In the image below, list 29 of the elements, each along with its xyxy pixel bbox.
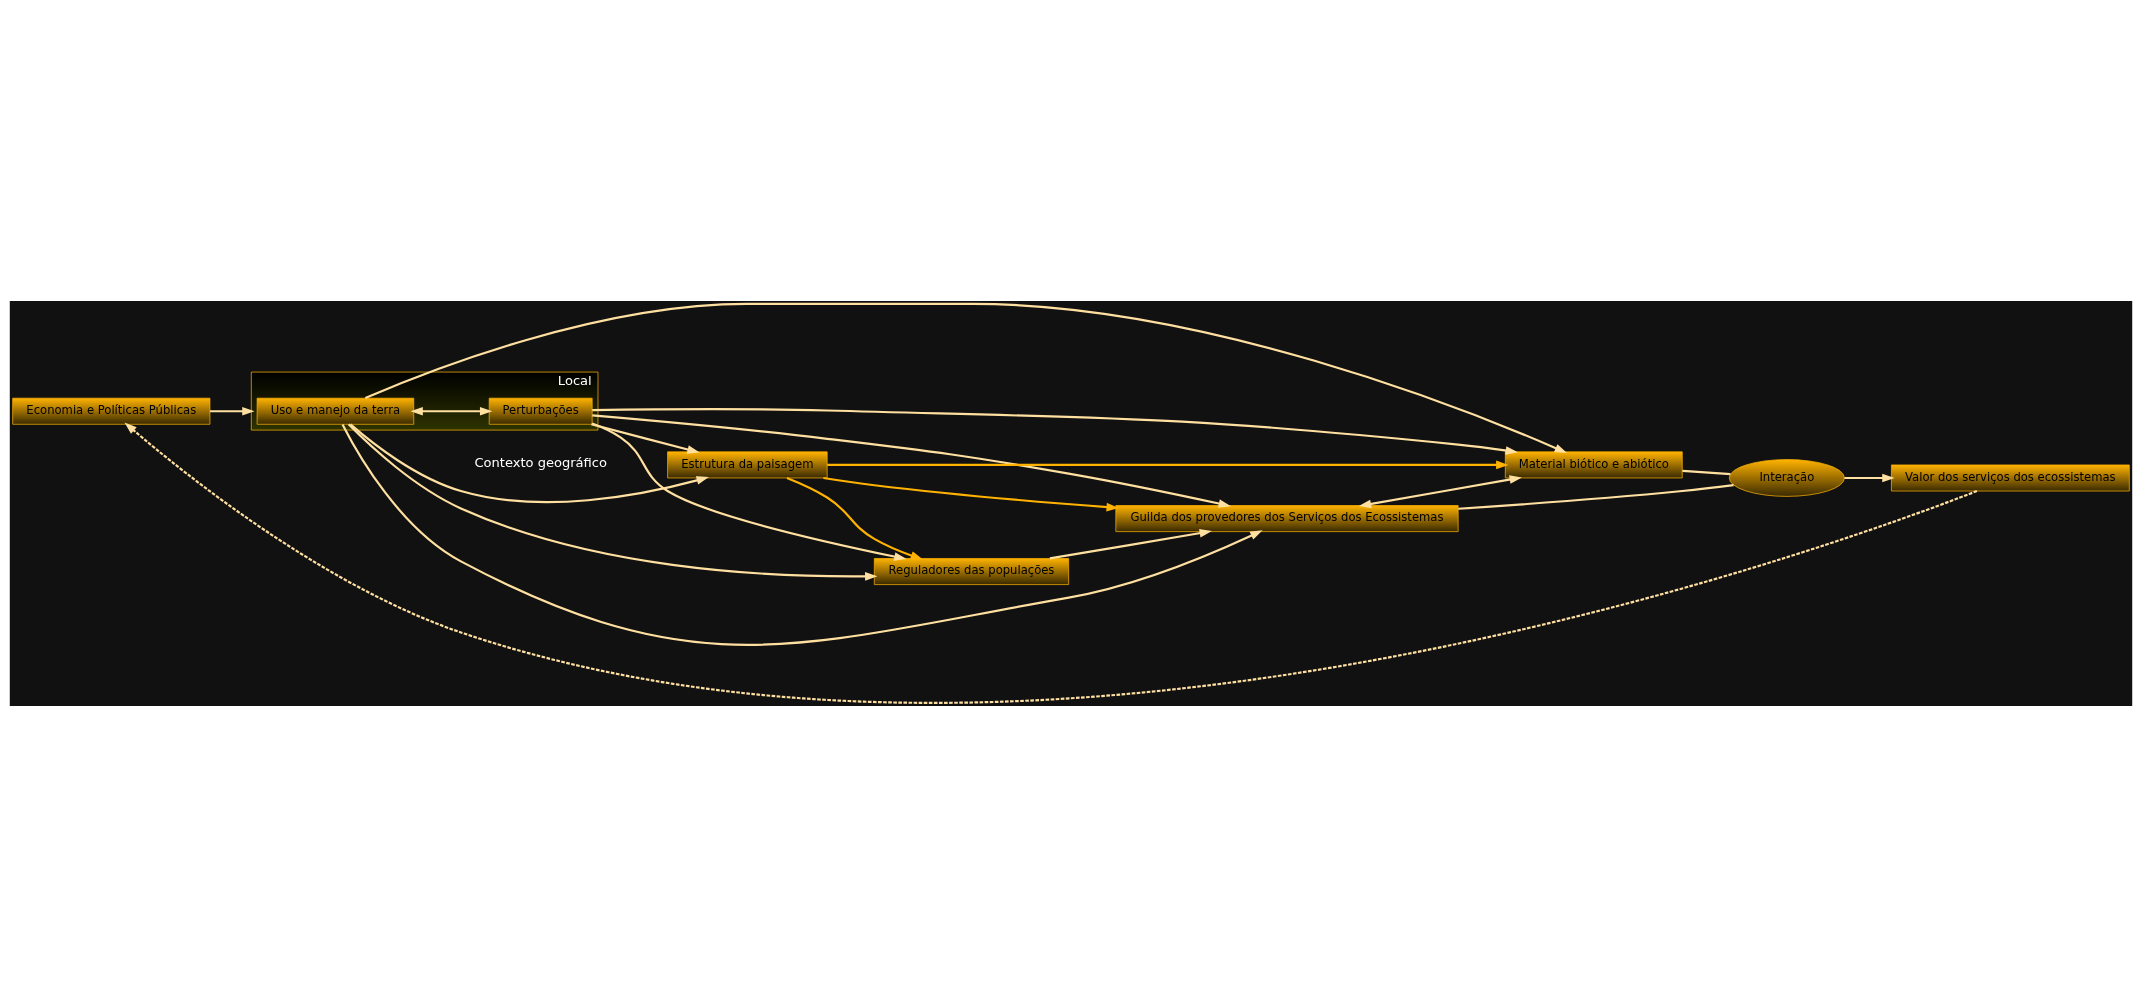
node-ellipse: Interação [1728,459,1845,497]
connector [1458,484,1734,510]
node-label: Contexto geográfico [474,455,607,471]
arrow [349,423,709,504]
node-box: Perturbações [488,397,593,425]
arrow [591,422,907,561]
arrow [786,477,923,560]
node-box: Uso e manejo da terra [256,397,415,425]
arrow [591,423,700,454]
arrow [592,414,1232,508]
node-box: Estrutura da paisagem [667,451,828,479]
node-box: Economia e Políticas Públicas [12,397,211,425]
node-box: Reguladores das populações [873,558,1070,585]
arrow [827,460,1509,470]
connector [1682,469,1731,476]
arrow [347,423,878,581]
arrow [1844,473,1895,483]
arrow [210,406,255,416]
node-box: Material biótico e abiótico [1504,451,1683,479]
arrow [1358,475,1522,509]
arrow [364,302,1568,454]
arrow [124,422,1978,704]
arrow [823,476,1119,512]
node-box: Guilda dos provedores dos Serviços dos Ecossistemas [1115,505,1459,532]
arrow [592,408,1518,455]
arrow [1049,528,1212,560]
node-box: Valor dos serviços dos ecossistemas [1891,464,2130,492]
arrow [410,406,493,416]
arrow [341,423,1263,646]
